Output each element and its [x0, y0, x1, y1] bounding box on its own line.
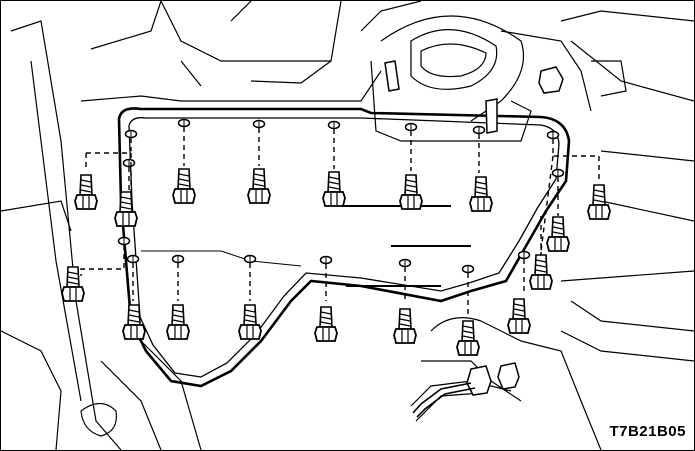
bolt-icon — [238, 304, 262, 340]
bolt-icon — [322, 171, 346, 207]
bolt-icon — [469, 176, 493, 212]
oil-pan — [117, 107, 571, 388]
bolt-icon — [247, 168, 271, 204]
bolts — [61, 168, 611, 356]
bolt-icon — [314, 306, 338, 342]
bolt-icon — [61, 266, 85, 302]
bolt-icon — [456, 320, 480, 356]
bolt-icon — [546, 216, 570, 252]
bolt-icon — [507, 298, 531, 334]
bolt-leader-lines — [80, 127, 600, 317]
pipe — [412, 382, 476, 418]
bolt-icon — [166, 304, 190, 340]
bolt-icon — [399, 174, 423, 210]
bolt-icon — [74, 174, 98, 210]
bolt-icon — [172, 168, 196, 204]
figure-code: T7B21B05 — [609, 423, 686, 440]
bolt-icon — [114, 191, 138, 227]
bolt-icon — [393, 308, 417, 344]
bolt-icon — [529, 254, 553, 290]
studs — [384, 60, 564, 396]
